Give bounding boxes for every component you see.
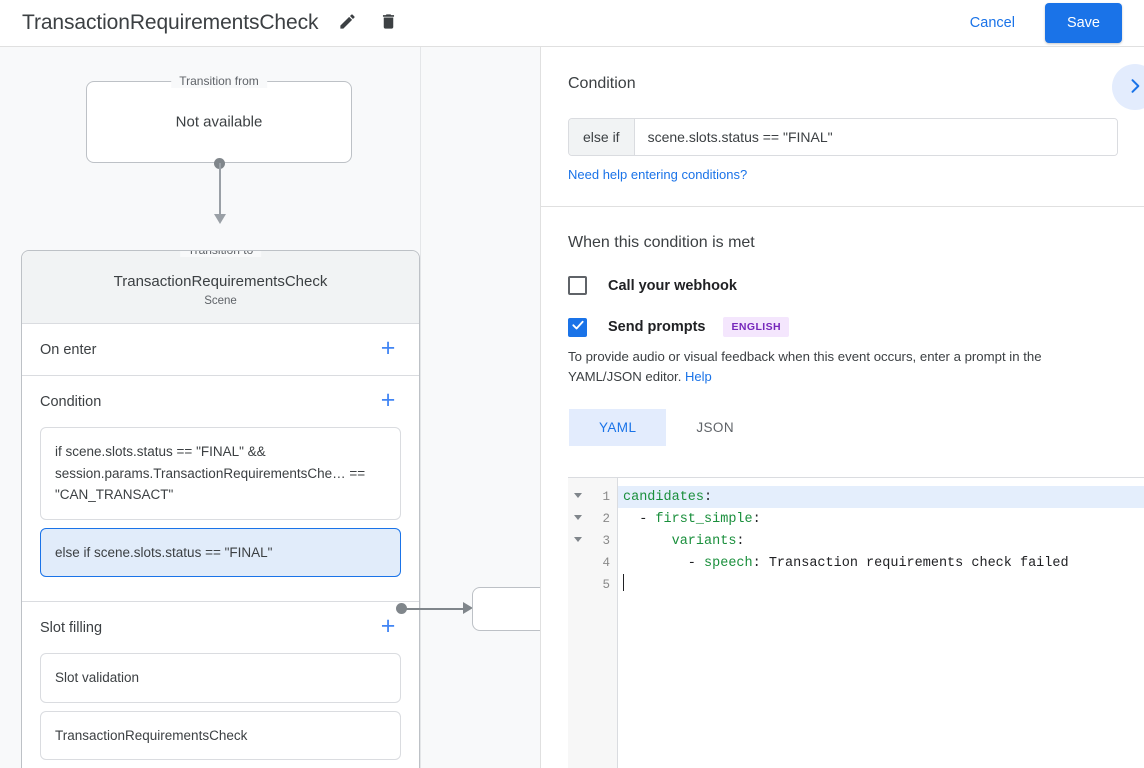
text-caret (623, 574, 624, 591)
connector-arrow-right (463, 602, 473, 614)
scene-section: On enter + (22, 324, 419, 376)
section-header: On enter + (40, 324, 401, 375)
editor-code-area[interactable]: candidates: - first_simple: variants: - … (618, 478, 1144, 768)
collapse-panel-button[interactable] (1112, 64, 1144, 110)
delete-button[interactable] (373, 8, 403, 38)
chevron-right-icon (1125, 76, 1144, 99)
gutter-row: 3 (568, 530, 617, 552)
page-title: TransactionRequirementsCheck (22, 11, 319, 34)
editor-help-link[interactable]: Help (685, 369, 712, 384)
details-panel: Condition else if Need help entering con… (540, 47, 1144, 768)
language-badge: ENGLISH (723, 317, 789, 337)
condition-item-selected[interactable]: else if scene.slots.status == "FINAL" (40, 527, 401, 577)
add-slot-filling-button[interactable]: + (375, 613, 401, 641)
condition-input-row[interactable]: else if (568, 118, 1118, 156)
gutter-row: 4 (568, 552, 617, 574)
section-header: Slot filling + (40, 602, 401, 653)
when-met-heading: When this condition is met (568, 234, 755, 251)
editor-gutter[interactable]: 1 2 3 4 5 (568, 478, 618, 768)
webhook-row[interactable]: Call your webhook (568, 276, 1118, 295)
fold-toggle-icon[interactable] (574, 515, 582, 520)
code-key: variants (671, 533, 737, 549)
flow-canvas[interactable]: Transition from Not available Transition… (0, 47, 540, 768)
code-text: - (623, 511, 656, 527)
add-on-enter-button[interactable]: + (375, 335, 401, 363)
condition-heading: Condition (568, 75, 636, 92)
transition-from-value: Not available (175, 113, 263, 131)
code-line[interactable] (618, 574, 1144, 596)
call-webhook-label: Call your webhook (608, 277, 737, 294)
condition-expression-input[interactable] (634, 119, 1117, 155)
target-node-card[interactable] (472, 587, 540, 631)
section-title: Condition (40, 393, 102, 410)
scene-section: Condition + if scene.slots.status == "FINA… (22, 376, 419, 602)
call-webhook-checkbox[interactable] (568, 276, 587, 295)
app-header: TransactionRequirementsCheck Cancel Save (0, 0, 1144, 47)
gutter-row: 1 (568, 486, 617, 508)
line-number: 4 (602, 556, 610, 570)
code-line[interactable]: candidates: (618, 486, 1144, 508)
code-text (623, 534, 672, 549)
code-text: : (704, 489, 713, 505)
tab-json[interactable]: JSON (666, 409, 764, 446)
send-prompts-row[interactable]: Send prompts ENGLISH (568, 317, 1118, 337)
cancel-button[interactable]: Cancel (960, 7, 1025, 39)
editor-format-tabs: YAML JSON (569, 409, 1118, 446)
scene-name: TransactionRequirementsCheck (113, 273, 328, 290)
save-button[interactable]: Save (1044, 3, 1122, 43)
add-condition-button[interactable]: + (375, 387, 401, 415)
line-number: 5 (602, 578, 610, 592)
pencil-icon (338, 12, 357, 34)
connector-dot-right (396, 603, 407, 614)
scene-sections: On enter + Condition + if scene.slots.status… (22, 324, 419, 768)
edit-name-button[interactable] (332, 8, 362, 38)
list-item[interactable]: TransactionRequirementsCheck (40, 710, 401, 760)
transition-to-legend: Transition to (179, 251, 262, 257)
fold-toggle-icon[interactable] (574, 537, 582, 542)
when-condition-met-section: When this condition is met Call your web… (541, 207, 1144, 468)
gutter-row: 2 (568, 508, 617, 530)
gutter-row: 5 (568, 574, 617, 596)
tab-yaml[interactable]: YAML (569, 409, 667, 446)
code-text: : (752, 511, 761, 527)
line-number: 3 (602, 534, 610, 548)
condition-help-link[interactable]: Need help entering conditions? (568, 167, 748, 182)
section-title: Slot filling (40, 619, 103, 636)
prompt-code-editor[interactable]: 1 2 3 4 5 candidates: - first_simple: varian… (568, 477, 1144, 768)
code-line[interactable]: - speech: Transaction requirements check… (618, 552, 1144, 574)
code-line[interactable]: - first_simple: (618, 508, 1144, 530)
line-number: 2 (602, 512, 610, 526)
send-prompts-description: To provide audio or visual feedback when… (568, 347, 1118, 387)
send-prompts-label: Send prompts (608, 319, 706, 335)
section-header: Condition + (40, 376, 401, 427)
code-key: candidates (623, 489, 705, 505)
description-text: To provide audio or visual feedback when… (568, 349, 1042, 384)
transition-from-card: Transition from Not available (86, 74, 352, 163)
code-key: speech (704, 555, 753, 571)
code-text: - (623, 555, 705, 571)
transition-to-header[interactable]: TransactionRequirementsCheck Scene (22, 251, 419, 324)
send-prompts-checkbox[interactable] (568, 317, 587, 337)
list-item[interactable]: Slot validation (40, 653, 401, 703)
code-text: : (736, 533, 745, 549)
transition-to-card: Transition to TransactionRequirementsChe… (21, 250, 420, 768)
fold-toggle-icon[interactable] (574, 493, 582, 498)
connector-line-horizontal (404, 608, 466, 610)
connector-line-vertical (219, 163, 221, 217)
trash-icon (379, 12, 398, 34)
line-number: 1 (602, 490, 610, 504)
code-text: : Transaction requirements check failed (752, 555, 1069, 571)
code-key: first_simple (655, 511, 753, 527)
condition-section: Condition else if Need help entering con… (541, 47, 1144, 207)
connector-arrow-down (214, 214, 226, 224)
list-item[interactable]: if scene.slots.status == "FINAL" && sess… (40, 427, 401, 520)
check-icon (571, 318, 585, 337)
section-title: On enter (40, 341, 97, 358)
canvas-guide-line (420, 47, 421, 768)
code-line[interactable]: variants: (618, 530, 1144, 552)
transition-from-legend: Transition from (171, 74, 267, 88)
scene-type-label: Scene (204, 295, 237, 307)
condition-prefix-label: else if (569, 119, 635, 155)
